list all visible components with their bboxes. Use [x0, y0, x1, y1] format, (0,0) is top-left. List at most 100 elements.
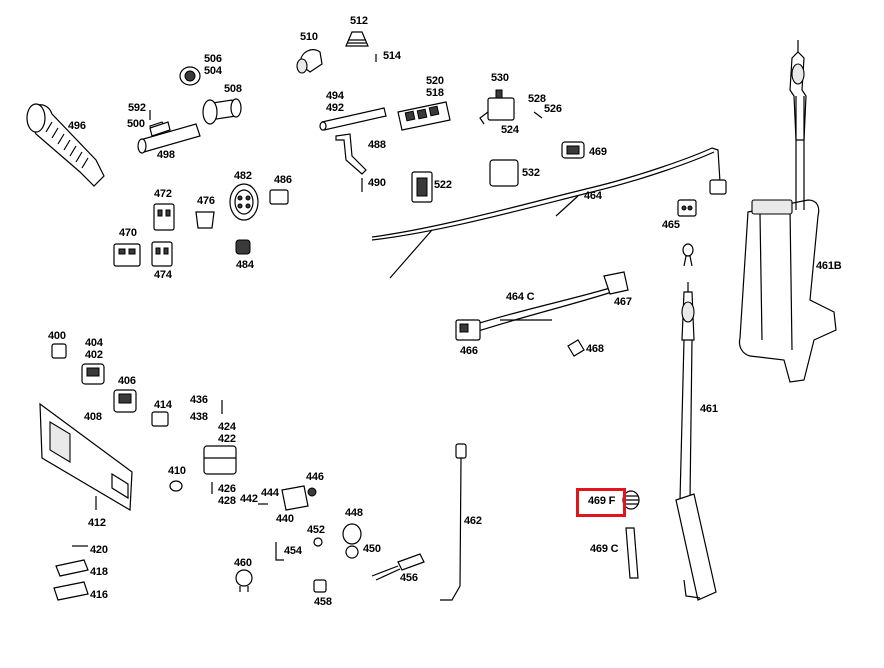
label-496: 496 [68, 120, 86, 132]
part-460-switch [235, 569, 253, 592]
part-418-bracket [55, 559, 89, 577]
label-494: 494 [326, 90, 344, 102]
label-498: 498 [157, 149, 175, 161]
part-522-switch [411, 171, 433, 203]
part-506-grommet [179, 66, 201, 86]
label-592: 592 [128, 102, 146, 114]
label-518: 518 [426, 87, 444, 99]
part-526-screw [533, 111, 543, 119]
label-484: 484 [236, 259, 254, 271]
label-524: 524 [501, 124, 519, 136]
label-532: 532 [522, 167, 540, 179]
part-465-connector [677, 199, 697, 217]
label-472: 472 [154, 188, 172, 200]
label-464: 464 [584, 190, 602, 202]
label-400: 400 [48, 330, 66, 342]
label-406: 406 [118, 375, 136, 387]
part-456-harness [371, 553, 425, 581]
part-416-bracket [53, 581, 89, 601]
part-469-switch [561, 141, 585, 159]
label-514: 514 [383, 50, 401, 62]
part-406-switch [113, 389, 137, 413]
part-448-socket [342, 523, 362, 545]
part-494-strip [319, 107, 387, 131]
label-448: 448 [345, 507, 363, 519]
part-488-bracket [335, 133, 367, 175]
part-474-connector [151, 241, 173, 267]
label-512: 512 [350, 15, 368, 27]
label-500: 500 [127, 118, 145, 130]
label-456: 456 [400, 572, 418, 584]
part-440-switch [281, 485, 309, 511]
part-510-elbow [296, 49, 323, 74]
label-462: 462 [464, 515, 482, 527]
label-492: 492 [326, 102, 344, 114]
label-469c: 469 C [590, 543, 619, 555]
label-416: 416 [90, 589, 108, 601]
label-467: 467 [614, 296, 632, 308]
label-452: 452 [307, 524, 325, 536]
label-482: 482 [234, 170, 252, 182]
part-484-connector [235, 239, 251, 255]
part-496-hose [26, 103, 105, 187]
label-402: 402 [85, 349, 103, 361]
part-472-connector [153, 203, 175, 231]
label-442: 442 [240, 493, 258, 505]
label-464c: 464 C [506, 291, 535, 303]
label-508: 508 [224, 83, 242, 95]
label-426: 426 [218, 483, 236, 495]
part-512-boot [345, 31, 369, 47]
label-526: 526 [544, 103, 562, 115]
label-454: 454 [284, 545, 302, 557]
part-470-connector [113, 243, 141, 267]
part-461-antenna [675, 282, 717, 601]
part-410-nut [169, 480, 183, 492]
label-424: 424 [218, 421, 236, 433]
label-418: 418 [90, 566, 108, 578]
label-414: 414 [154, 399, 172, 411]
label-470: 470 [119, 227, 137, 239]
label-474: 474 [154, 269, 172, 281]
label-461: 461 [700, 403, 718, 415]
label-458: 458 [314, 596, 332, 608]
label-444: 444 [261, 487, 279, 499]
label-486: 486 [274, 174, 292, 186]
part-450-bulb [345, 545, 359, 559]
label-510: 510 [300, 31, 318, 43]
label-522: 522 [434, 179, 452, 191]
label-530: 530 [491, 72, 509, 84]
label-469: 469 [589, 146, 607, 158]
label-440: 440 [276, 513, 294, 525]
label-408: 408 [84, 411, 102, 423]
part-520-switch-panel [397, 101, 451, 131]
label-460: 460 [234, 557, 252, 569]
part-508-grommet [202, 98, 242, 125]
part-408-panel [39, 402, 133, 512]
part-482-round-connector [229, 183, 259, 221]
part-524-relay [479, 89, 515, 125]
label-469f: 469 F [588, 495, 616, 507]
part-467-connector [603, 271, 629, 295]
label-528: 528 [528, 93, 546, 105]
part-461b-antenna-motor [738, 40, 837, 383]
part-500-clip [149, 110, 171, 137]
part-400-clip [51, 343, 67, 359]
part-446-nut [307, 487, 317, 497]
label-404: 404 [85, 337, 103, 349]
part-424-relay [203, 445, 237, 475]
label-420: 420 [90, 544, 108, 556]
highlight-box-469f [576, 488, 626, 517]
label-446: 446 [306, 471, 324, 483]
part-connector-end [709, 179, 727, 195]
part-468-clip [567, 339, 585, 357]
part-452-ring [313, 537, 323, 547]
label-490: 490 [368, 177, 386, 189]
part-454-clip [275, 542, 284, 561]
label-468: 468 [586, 343, 604, 355]
label-465: 465 [662, 219, 680, 231]
part-462-cable [440, 443, 467, 601]
label-506: 506 [204, 53, 222, 65]
wiring-harness [371, 147, 721, 333]
label-461b: 461B [816, 260, 842, 272]
